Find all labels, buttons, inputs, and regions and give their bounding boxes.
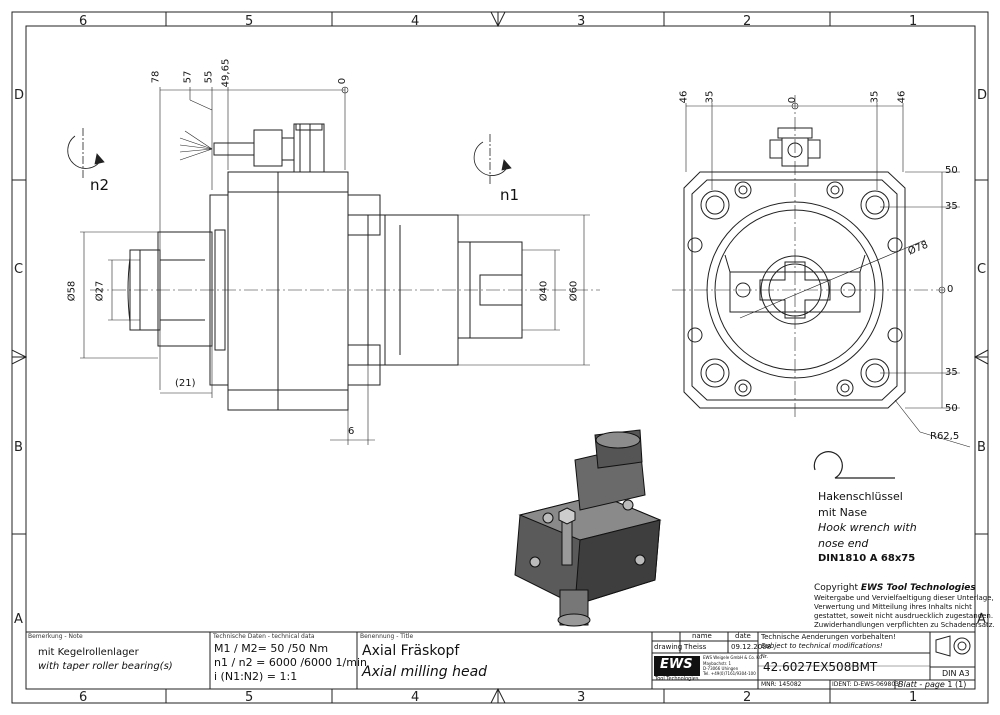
remark-de: mit Kegelrollenlager xyxy=(38,647,139,658)
zone-bottom-5: 5 xyxy=(245,690,254,705)
remark-en: with taper roller bearing(s) xyxy=(38,661,173,672)
zone-top-3: 3 xyxy=(577,14,586,29)
side-view-drawing xyxy=(67,86,600,445)
sheet-number: Blatt - page 1 (1) xyxy=(898,681,966,689)
copyright-prefix: Copyright xyxy=(814,583,861,593)
dim-front-35-left: 35 xyxy=(704,90,716,104)
copyright-line2: Verwertung und Mitteilung ihres Inhalts … xyxy=(814,603,972,611)
remark-label: Bemerkung - Note xyxy=(28,633,83,640)
zone-left-C: C xyxy=(14,262,24,277)
tech-torque: M1 / M2= 50 /50 Nm xyxy=(214,642,329,655)
hook-wrench-din: DIN1810 A 68x75 xyxy=(818,553,916,564)
copyright-line1: Weitergabe und Vervielfaeltigung dieser … xyxy=(814,594,994,602)
zone-right-C: C xyxy=(977,262,987,277)
copyright-heading: Copyright EWS Tool Technologies xyxy=(814,584,976,593)
changes-en: Subject to technical modifications! xyxy=(761,642,883,650)
label-n2: n2 xyxy=(90,176,110,194)
col-name: name xyxy=(692,632,712,640)
dim-55: 55 xyxy=(203,70,215,84)
dim-6: 6 xyxy=(348,426,355,437)
title-block-lines xyxy=(26,631,975,689)
hook-wrench-icon xyxy=(813,451,895,479)
zone-right-D: D xyxy=(977,88,988,103)
mnr: MNR: 145082 xyxy=(761,681,802,688)
dim-0-side: 0 xyxy=(337,77,349,85)
copyright-line3: gestattet, soweit nicht ausdruecklich zu… xyxy=(814,612,994,620)
zone-bottom-4: 4 xyxy=(411,690,420,705)
zone-right-B: B xyxy=(977,440,986,455)
dim-dia-58: Ø58 xyxy=(66,280,78,302)
ident: IDENT: D-EWS-069803 - xyxy=(832,681,904,688)
tech-ratio: i (N1:N2) = 1:1 xyxy=(214,670,298,683)
title-de: Axial Fräskopf xyxy=(362,643,460,659)
company-addr1: Maybachstr. 1 xyxy=(703,661,732,666)
sheet-prefix: Blatt - page xyxy=(898,680,945,689)
dim-dia-60: Ø60 xyxy=(568,280,580,302)
dim-front-35-top: 35 xyxy=(945,201,958,212)
ews-logo: EWS xyxy=(660,657,693,672)
zone-bottom-2: 2 xyxy=(743,690,752,705)
ews-logo-sub: Tool Technologies xyxy=(655,676,699,682)
zone-right-A: A xyxy=(977,612,986,627)
copyright-line4: Zuwiderhandlungen verpflichten zu Schade… xyxy=(814,621,995,629)
changes-de: Technische Aenderungen vorbehalten! xyxy=(761,633,896,641)
copyright-brand: EWS Tool Technologies xyxy=(860,583,976,593)
hook-wrench-line3: Hook wrench with xyxy=(818,521,917,534)
dim-front-35-bottom: 35 xyxy=(945,367,958,378)
company-name: EWS Weigele GmbH & Co. KG xyxy=(703,655,763,660)
dim-front-0-top: 0 xyxy=(787,96,799,104)
sheet-no: 1 (1) xyxy=(947,680,967,689)
zone-top-6: 6 xyxy=(79,14,88,29)
col-date: date xyxy=(735,632,751,640)
dim-front-35-right: 35 xyxy=(869,90,881,104)
hook-wrench-line4: nose end xyxy=(818,537,869,550)
dim-dia-27: Ø27 xyxy=(94,280,106,302)
zone-bottom-3: 3 xyxy=(577,690,586,705)
dim-r62-5: R62,5 xyxy=(930,431,960,442)
dim-57: 57 xyxy=(182,70,194,84)
dim-front-46-right: 46 xyxy=(896,90,908,104)
dim-front-50-bottom: 50 xyxy=(945,403,958,414)
dim-78: 78 xyxy=(150,70,162,84)
part-number: 42.6027EX508BMT xyxy=(763,660,878,674)
dim-49-65: 49,65 xyxy=(220,58,232,88)
hook-wrench-line2: mit Nase xyxy=(818,506,868,519)
zone-left-B: B xyxy=(14,440,23,455)
title-en: Axial milling head xyxy=(362,664,488,680)
din-format: DIN A3 xyxy=(942,669,970,678)
company-addr2: D-73066 Uhingen xyxy=(703,666,739,671)
dim-front-0-right: 0 xyxy=(947,284,954,295)
zone-left-A: A xyxy=(14,612,23,627)
drawing-date: 09.12.2008 xyxy=(731,643,772,651)
label-n1: n1 xyxy=(500,186,520,204)
dim-21: (21) xyxy=(175,378,196,389)
zone-top-4: 4 xyxy=(411,14,420,29)
tech-label: Technische Daten - technical data xyxy=(213,633,315,640)
nr-label: Nr. xyxy=(761,654,768,660)
zone-top-1: 1 xyxy=(909,14,918,29)
zone-bottom-1: 1 xyxy=(909,690,918,705)
isometric-view xyxy=(514,429,662,627)
ews-logo-box xyxy=(654,656,700,676)
dim-front-50-top: 50 xyxy=(945,165,958,176)
hook-wrench-line1: Hakenschlüssel xyxy=(818,490,903,503)
company-addr3: Tel. +49(0)7161/9304-100 xyxy=(703,671,756,676)
zone-bottom-6: 6 xyxy=(79,690,88,705)
zone-top-5: 5 xyxy=(245,14,254,29)
row-drawing: drawing xyxy=(654,643,683,651)
tech-speed: n1 / n2 = 6000 /6000 1/min xyxy=(214,656,367,669)
dim-front-46-left: 46 xyxy=(678,90,690,104)
name-label: Benennung - Title xyxy=(360,633,414,640)
zone-top-2: 2 xyxy=(743,14,752,29)
zone-left-D: D xyxy=(14,88,25,103)
dim-dia-40: Ø40 xyxy=(538,280,550,302)
front-view-drawing xyxy=(672,95,971,448)
drawer-name: Theiss xyxy=(684,643,707,651)
